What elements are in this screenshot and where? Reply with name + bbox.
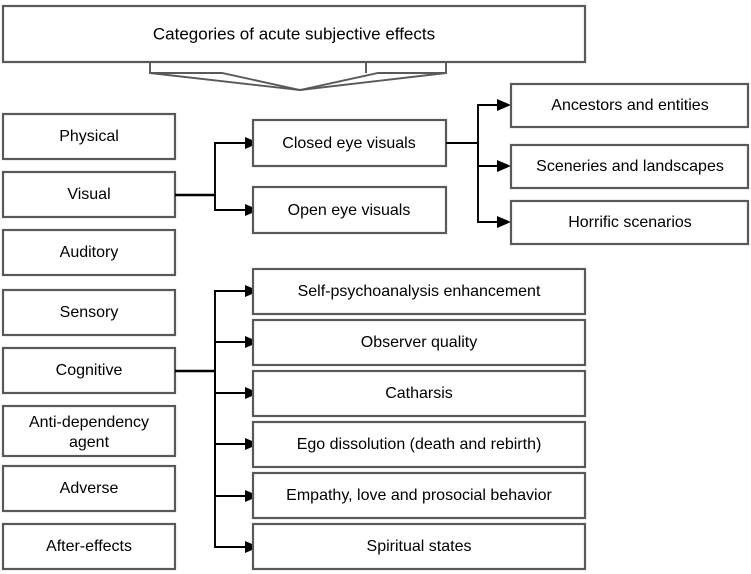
connector-visual-branch [175, 137, 259, 216]
arrow-head-icon [497, 99, 511, 111]
node-empathy-love-prosocial-behavior-box[interactable] [251, 471, 587, 520]
node-visual-label: Visual [67, 186, 110, 203]
node-root-label: Categories of acute subjective effects [153, 24, 435, 43]
node-anti-dependency-agent[interactable]: Anti-dependency agent [1, 404, 177, 458]
node-horrific-scenarios-box[interactable] [509, 199, 750, 246]
node-adverse[interactable]: Adverse [1, 464, 177, 513]
node-sceneries-and-landscapes-box[interactable] [509, 143, 750, 190]
node-empathy-love-prosocial-behavior-label: Empathy, love and prosocial behavior [286, 487, 552, 504]
node-spiritual-states[interactable]: Spiritual states [251, 522, 587, 571]
node-observer-quality-box[interactable] [251, 318, 587, 367]
node-open-eye-visuals[interactable]: Open eye visuals [251, 185, 448, 235]
node-visual-box[interactable] [1, 170, 177, 219]
node-adverse-box[interactable] [1, 464, 177, 513]
node-cognitive-box[interactable] [1, 346, 177, 395]
node-anti-dependency-agent-box[interactable] [1, 404, 177, 458]
node-catharsis-box[interactable] [251, 369, 587, 418]
node-self-psychoanalysis-enhancement[interactable]: Self-psychoanalysis enhancement [251, 267, 587, 316]
node-anti-dependency-agent-label-line1: Anti-dependency [29, 414, 149, 431]
node-sensory-box[interactable] [1, 288, 177, 337]
node-closed-eye-visuals[interactable]: Closed eye visuals [251, 118, 448, 168]
node-self-psychoanalysis-enhancement-box[interactable] [251, 267, 587, 316]
node-physical-label: Physical [59, 128, 119, 145]
node-cognitive-label: Cognitive [56, 362, 123, 379]
node-cognitive[interactable]: Cognitive [1, 346, 177, 395]
node-after-effects[interactable]: After-effects [1, 522, 177, 571]
node-ego-dissolution-label: Ego dissolution (death and rebirth) [297, 436, 542, 453]
node-physical-box[interactable] [1, 112, 177, 161]
node-catharsis[interactable]: Catharsis [251, 369, 587, 418]
node-ancestors-and-entities-box[interactable] [509, 82, 750, 129]
arrow-head-icon [497, 216, 511, 228]
arrow-head-icon [497, 160, 511, 172]
node-physical[interactable]: Physical [1, 112, 177, 161]
node-adverse-label: Adverse [60, 480, 119, 497]
node-closed-eye-visuals-box[interactable] [251, 118, 448, 168]
node-root[interactable]: Categories of acute subjective effects [1, 4, 587, 64]
node-empathy-love-prosocial-behavior[interactable]: Empathy, love and prosocial behavior [251, 471, 587, 520]
node-observer-quality-label: Observer quality [361, 334, 478, 351]
node-ancestors-and-entities-label: Ancestors and entities [551, 97, 708, 114]
node-auditory-box[interactable] [1, 228, 177, 277]
node-sensory-label: Sensory [60, 304, 119, 321]
node-sceneries-and-landscapes[interactable]: Sceneries and landscapes [509, 143, 750, 190]
node-sensory[interactable]: Sensory [1, 288, 177, 337]
node-after-effects-label: After-effects [46, 538, 132, 555]
node-anti-dependency-agent-label-line2: agent [69, 434, 110, 451]
node-observer-quality[interactable]: Observer quality [251, 318, 587, 367]
node-self-psychoanalysis-enhancement-label: Self-psychoanalysis enhancement [298, 283, 541, 300]
node-horrific-scenarios[interactable]: Horrific scenarios [509, 199, 750, 246]
node-sceneries-and-landscapes-label: Sceneries and landscapes [536, 158, 724, 175]
connector-closed-eye-branch [446, 99, 511, 228]
node-ancestors-and-entities[interactable]: Ancestors and entities [509, 82, 750, 129]
node-open-eye-visuals-label: Open eye visuals [288, 202, 411, 219]
node-visual[interactable]: Visual [1, 170, 177, 219]
node-open-eye-visuals-box[interactable] [251, 185, 448, 235]
node-root-box[interactable] [1, 4, 587, 64]
chevron-down-icon [149, 61, 447, 91]
node-closed-eye-visuals-label: Closed eye visuals [282, 135, 415, 152]
node-auditory[interactable]: Auditory [1, 228, 177, 277]
node-after-effects-box[interactable] [1, 522, 177, 571]
node-ego-dissolution[interactable]: Ego dissolution (death and rebirth) [251, 420, 587, 469]
node-ego-dissolution-box[interactable] [251, 420, 587, 469]
node-horrific-scenarios-label: Horrific scenarios [568, 214, 692, 231]
node-catharsis-label: Catharsis [385, 385, 453, 402]
node-spiritual-states-label: Spiritual states [367, 538, 472, 555]
node-spiritual-states-box[interactable] [251, 522, 587, 571]
node-auditory-label: Auditory [60, 244, 119, 261]
connector-cognitive-branch [175, 285, 259, 553]
